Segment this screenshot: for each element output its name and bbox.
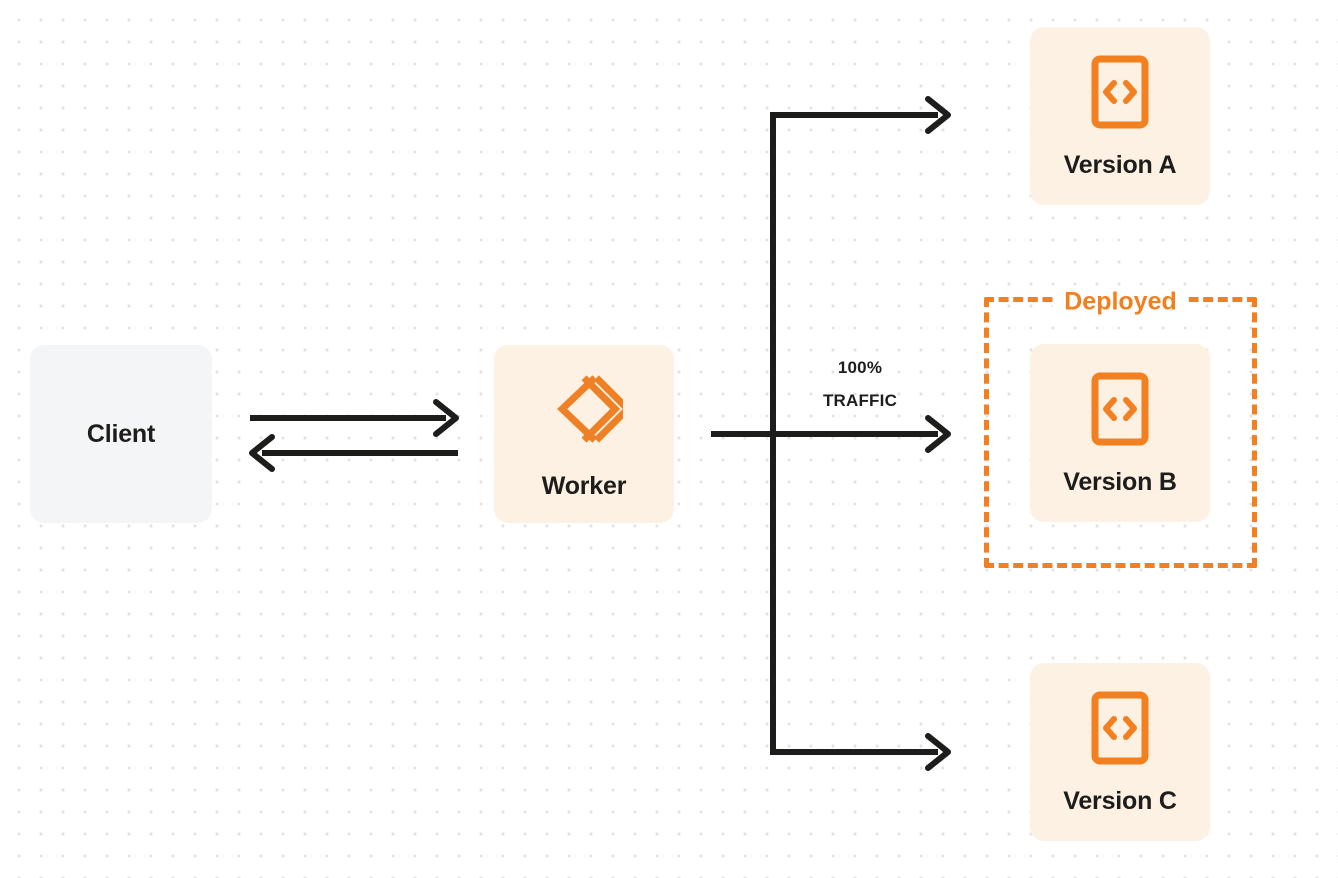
node-version-a[interactable]: Version A [1030,27,1210,205]
node-client-label: Client [86,419,156,448]
node-version-c-label: Version C [1063,786,1177,815]
deployed-group-boundary: Deployed [984,289,1257,568]
traffic-percent: 100% [837,358,883,377]
deployed-group-label: Deployed [1052,289,1189,315]
node-version-b[interactable]: Version B [1030,344,1210,522]
node-worker-label: Worker [541,471,627,500]
node-version-c[interactable]: Version C [1030,663,1210,841]
traffic-label: 100% TRAFFIC [790,351,930,417]
node-version-b-label: Version B [1063,467,1177,496]
traffic-word: TRAFFIC [822,391,898,411]
edge-client-to-worker [250,399,459,437]
code-document-icon [1091,55,1149,129]
node-client[interactable]: Client [30,345,212,523]
edge-worker-to-versions [711,96,951,771]
cloudflare-workers-logo-icon [545,370,623,448]
code-document-icon [1091,372,1149,446]
node-worker[interactable]: Worker [494,345,674,523]
edge-worker-to-client [249,434,458,472]
code-document-icon [1091,691,1149,765]
node-version-a-label: Version A [1063,150,1177,179]
